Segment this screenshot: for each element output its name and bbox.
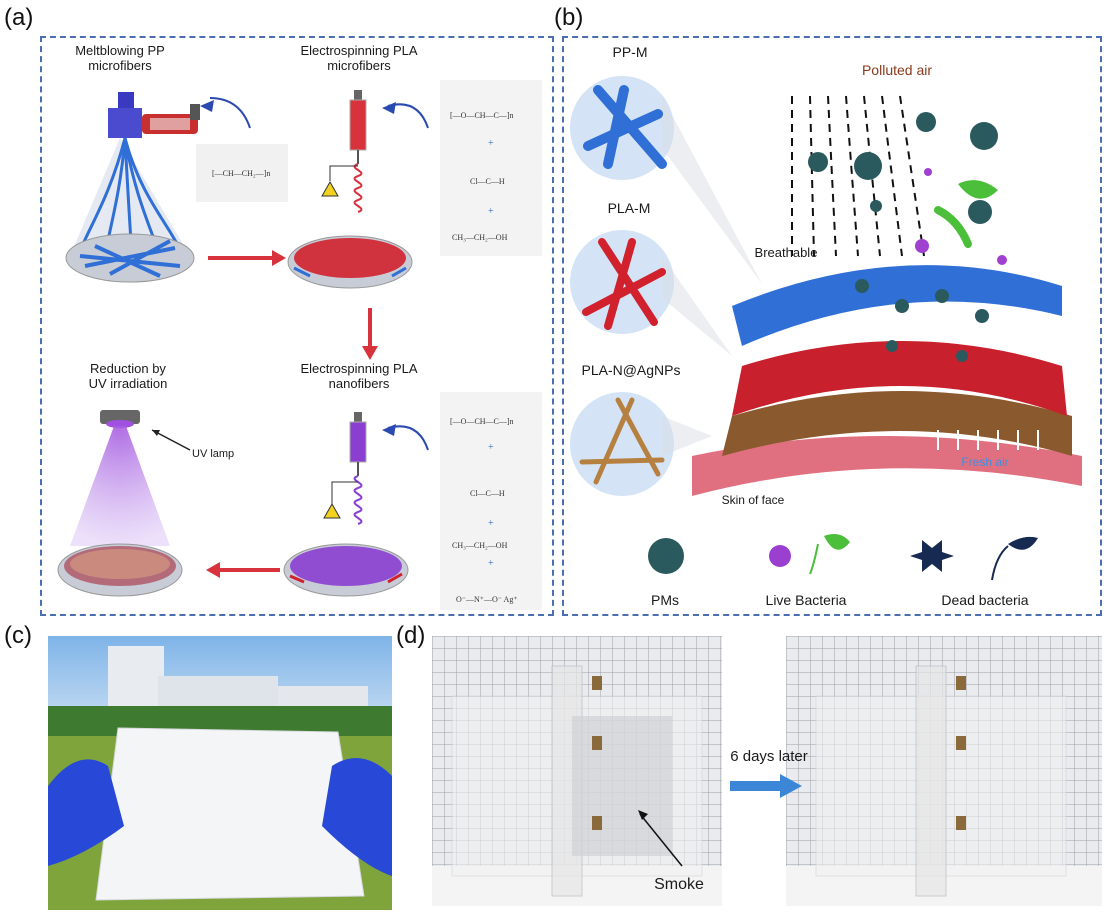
panel-d-photo-after [786, 636, 1102, 906]
legend-live-bacteria-label: Live Bacteria [765, 592, 847, 608]
polluted-air-label: Polluted air [861, 62, 933, 78]
pp-m-label: PP-M [612, 44, 648, 60]
legend-dead-bacteria-label: Dead bacteria [941, 592, 1029, 608]
panel-a-graphics: [—CH—CH₂—]n [—O—CH—C—]n + Cl—C—H + CH₃—C… [57, 80, 542, 610]
skin-of-face-label: Skin of face [721, 493, 785, 507]
svg-text:[—O—CH—C—]n: [—O—CH—C—]n [450, 111, 514, 120]
syringe-1 [321, 90, 429, 213]
right-glove [322, 758, 392, 876]
left-glove [48, 759, 124, 866]
panel-b-label: (b) [554, 4, 584, 31]
legend-pms-label: PMs [651, 592, 679, 608]
uv-lamp [70, 410, 191, 546]
panel-a-label: (a) [4, 4, 34, 31]
svg-text:+: + [488, 558, 494, 569]
svg-text:+: + [488, 138, 494, 149]
days-later-label: 6 days later [730, 748, 808, 765]
svg-text:+: + [488, 206, 494, 217]
panel-d-label: (d) [396, 622, 426, 649]
smoke-pointer [638, 810, 683, 867]
panel-c-photo [48, 636, 392, 910]
pla-m-label: PLA-M [607, 200, 651, 216]
live-bacteria-legend-icon [769, 534, 850, 575]
electrospin-nano-label: Electrospinning PLA nanofibers [300, 361, 418, 391]
svg-text:+: + [488, 442, 494, 453]
panel-a-frame [40, 36, 554, 616]
svg-text:CH₃—CH₂—OH: CH₃—CH₂—OH [452, 541, 508, 550]
svg-text:CH₃—CH₂—OH: CH₃—CH₂—OH [452, 233, 508, 242]
electrospin-micro-label: Electrospinning PLA microfibers [300, 43, 418, 73]
svg-text:O⁻—N⁺—O⁻ Ag⁺: O⁻—N⁺—O⁻ Ag⁺ [456, 595, 518, 604]
panel-b-frame [562, 36, 1102, 616]
dead-bacteria-legend-icon [910, 536, 1038, 581]
svg-text:[—O—CH—C—]n: [—O—CH—C—]n [450, 417, 514, 426]
reduction-label: Reduction by UV irradiation [88, 361, 168, 391]
syringe-2 [323, 412, 429, 525]
uv-lamp-label: UV lamp [192, 448, 235, 460]
pla-n-agnps-label: PLA-N@AgNPs [581, 362, 681, 378]
panel-b-graphics [570, 76, 1082, 581]
svg-text:+: + [488, 518, 494, 529]
breathable-label: Breathable [754, 245, 818, 260]
pm-legend-icon [648, 538, 684, 574]
panel-d-photo-before [432, 636, 722, 906]
svg-text:Cl—C—H: Cl—C—H [470, 489, 505, 498]
svg-text:Cl—C—H: Cl—C—H [470, 177, 505, 186]
panel-d-arrow [730, 774, 802, 798]
panel-c-label: (c) [4, 622, 32, 649]
fresh-air-label: Fresh air [961, 455, 1009, 469]
smoke-label: Smoke [654, 876, 704, 893]
meltblowing-label: Meltblowing PP microfibers [75, 43, 165, 73]
svg-text:[—CH—CH₂—]n: [—CH—CH₂—]n [212, 169, 270, 178]
meltblowing-device [108, 92, 251, 138]
